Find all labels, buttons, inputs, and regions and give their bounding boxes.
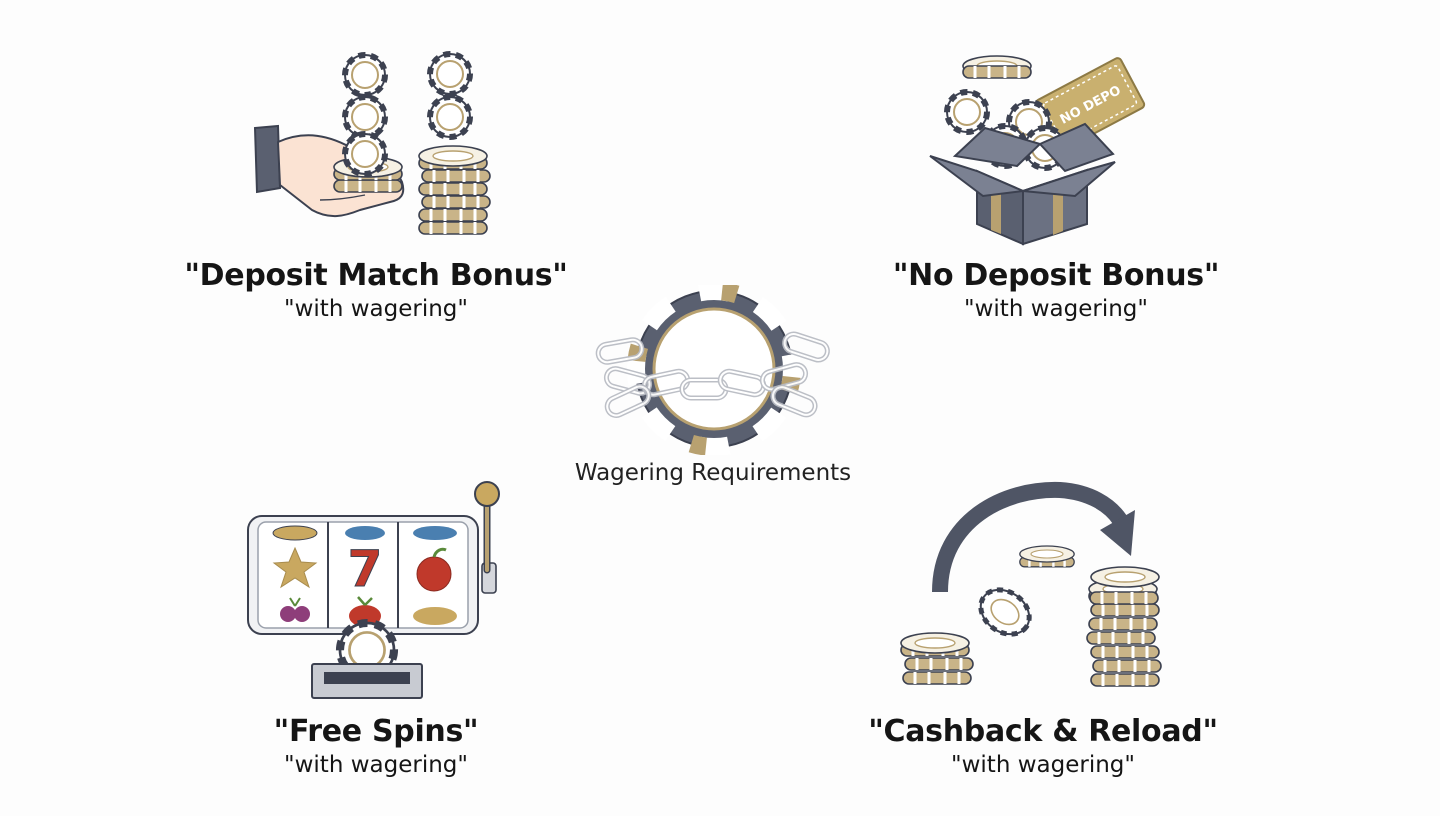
circular-arrow-chips-icon: [899, 481, 1163, 688]
cashback-reload-caption: "Cashback & Reload" "with wagering": [813, 714, 1273, 780]
ticket-icon: NO DEPO: [1034, 57, 1146, 151]
bonus-title: "Free Spins": [273, 714, 479, 749]
bonus-subtitle: "with wagering": [951, 752, 1135, 778]
free-spins-caption: "Free Spins" "with wagering": [146, 714, 606, 780]
bonus-title: "Cashback & Reload": [868, 714, 1218, 749]
slot-machine-icon: 7: [247, 481, 500, 699]
deposit-match-caption: "Deposit Match Bonus" "with wagering": [146, 258, 606, 324]
hand-with-chips-icon: [253, 50, 492, 236]
no-deposit-caption: "No Deposit Bonus" "with wagering": [826, 258, 1286, 324]
svg-text:7: 7: [348, 540, 383, 598]
bonus-title: "Deposit Match Bonus": [184, 258, 568, 293]
bonus-subtitle: "with wagering": [284, 752, 468, 778]
bonus-subtitle: "with wagering": [284, 296, 468, 322]
bonus-subtitle: "with wagering": [964, 296, 1148, 322]
gift-box-icon: NO DEPO: [929, 55, 1146, 246]
center-label: Wagering Requirements: [574, 460, 852, 486]
chained-chip-icon: [588, 285, 838, 455]
bonus-title: "No Deposit Bonus": [892, 258, 1220, 293]
